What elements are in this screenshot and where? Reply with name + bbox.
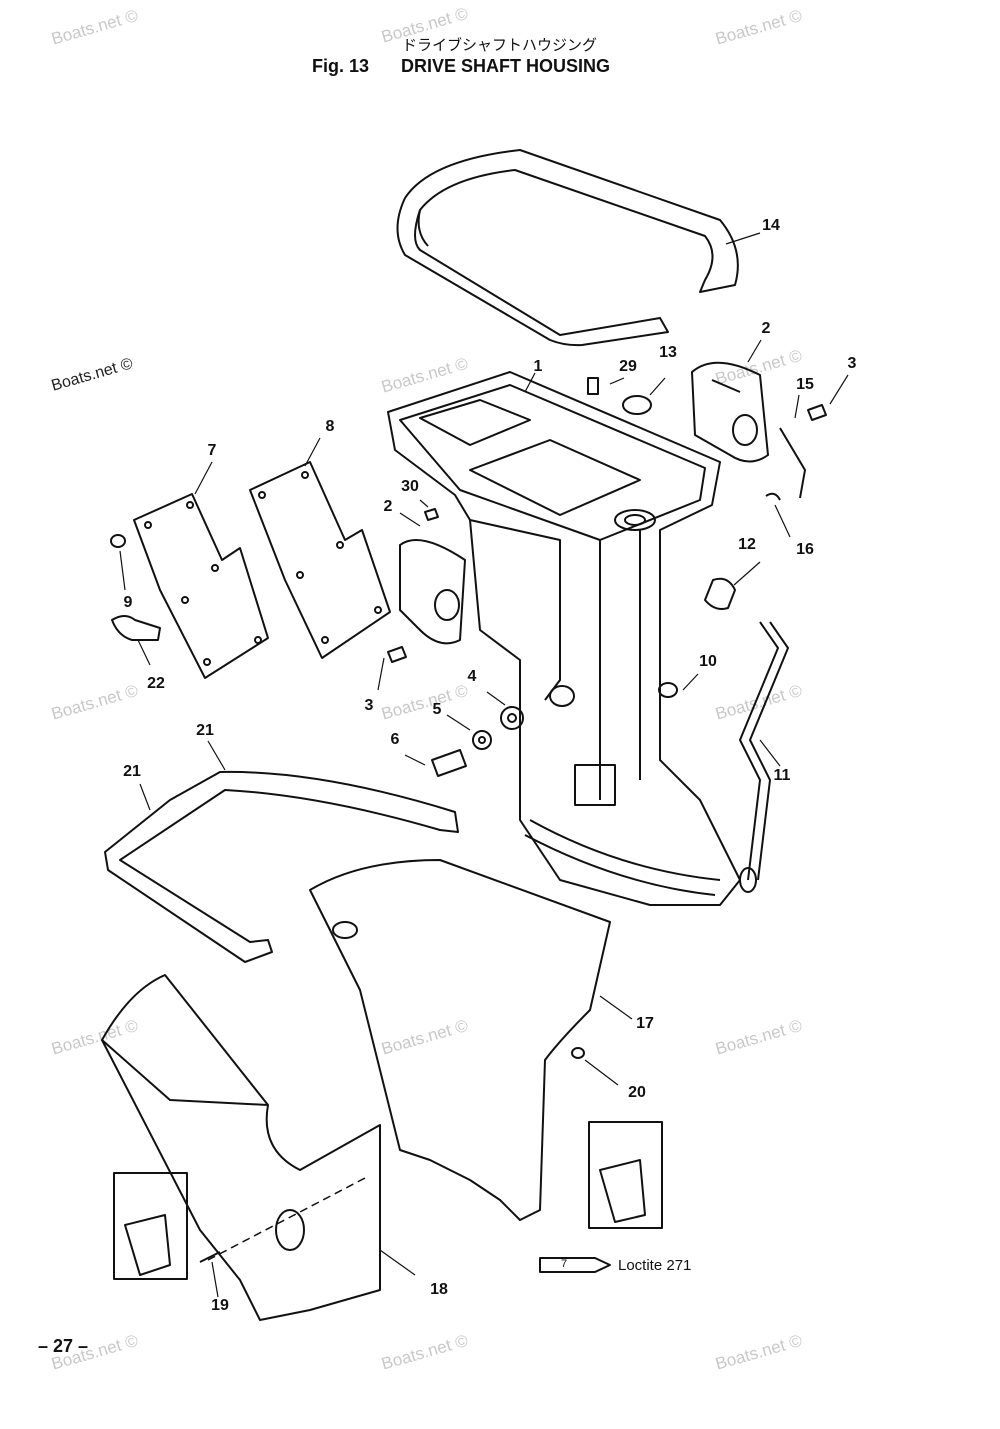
thumbnail-motor-right — [599, 1159, 646, 1223]
callout-10: 10 — [699, 653, 717, 670]
thumbnail-motor-left — [124, 1214, 171, 1276]
callout-2: 2 — [761, 320, 771, 337]
leader-lines — [119, 232, 849, 1298]
part-2-lower-mount — [399, 539, 466, 645]
callout-29: 29 — [619, 358, 637, 375]
part-2-upper-mount — [691, 361, 769, 463]
part-1-drive-shaft-housing — [387, 371, 757, 906]
callout-13: 13 — [659, 344, 677, 361]
thumbnail-frame-right — [588, 1121, 663, 1229]
callout-5: 5 — [432, 701, 442, 718]
page-title: DRIVE SHAFT HOUSING — [401, 56, 611, 76]
thumbnail-frame-left — [113, 1172, 188, 1280]
part-8-plate — [249, 461, 391, 659]
part-21-lower-seal — [104, 770, 459, 963]
part-14-top-seal — [396, 149, 739, 347]
callout-16: 16 — [796, 541, 814, 558]
callout-22: 22 — [147, 675, 165, 692]
callout-14: 14 — [762, 217, 780, 234]
part-17-right-cowling — [309, 859, 611, 1221]
callout-20: 20 — [628, 1084, 646, 1101]
part-18-left-cowling — [101, 974, 381, 1321]
loctite-tube-label: 7 — [561, 1258, 568, 1270]
callout-3: 3 — [364, 697, 374, 714]
figure-label: Fig. 13 — [312, 56, 370, 76]
callout-12: 12 — [738, 536, 756, 553]
callout-21: 21 — [123, 763, 141, 780]
callout-2: 2 — [383, 498, 393, 515]
callout-3: 3 — [847, 355, 857, 372]
callout-8: 8 — [325, 418, 335, 435]
loctite-label: Loctite 271 — [618, 1257, 692, 1274]
callout-1: 1 — [533, 358, 543, 375]
callout-6: 6 — [390, 731, 400, 748]
callout-21: 21 — [196, 722, 214, 739]
mounting-dash-line — [207, 1177, 366, 1261]
loctite-tube-icon — [539, 1257, 611, 1273]
callout-19: 19 — [211, 1297, 229, 1314]
callout-15: 15 — [796, 376, 814, 393]
part-7-plate — [133, 493, 269, 679]
callout-17: 17 — [636, 1015, 654, 1032]
callout-4: 4 — [467, 668, 477, 685]
callout-11: 11 — [773, 767, 791, 784]
callout-18: 18 — [430, 1281, 448, 1298]
page-number: – 27 – — [38, 1336, 89, 1356]
callout-9: 9 — [123, 594, 133, 611]
small-hardware — [110, 377, 827, 1263]
callout-7: 7 — [207, 442, 217, 459]
callout-30: 30 — [401, 478, 419, 495]
title-japanese: ドライブシャフトハウジング — [402, 36, 598, 54]
